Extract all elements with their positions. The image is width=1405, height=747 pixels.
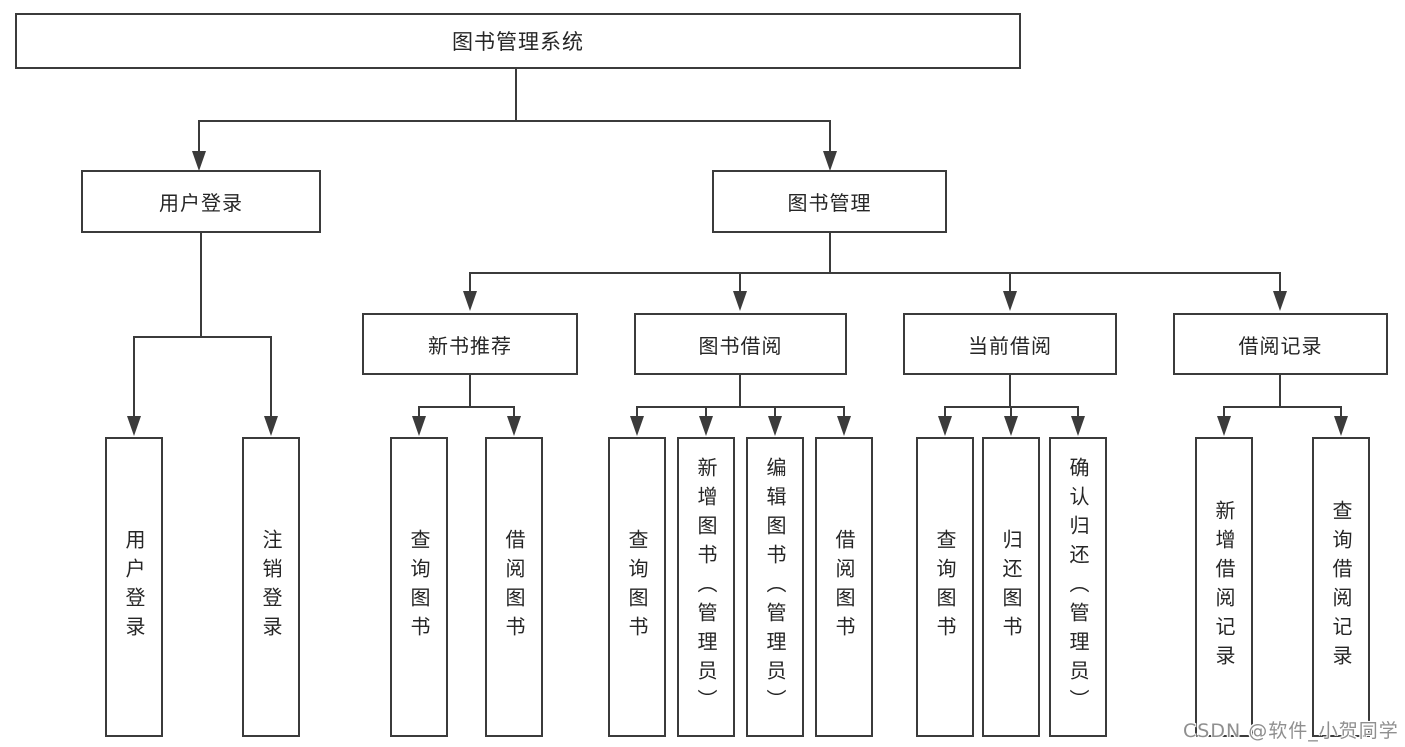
arrow-down-icon xyxy=(127,416,141,436)
arrow-down-icon xyxy=(733,291,747,311)
root-node-label: 图书管理系统 xyxy=(452,30,584,54)
connector-s0-to-leaf1 xyxy=(418,406,420,419)
leaf-query-books-borrow-label: 查询图书 xyxy=(625,529,649,645)
arrow-down-icon xyxy=(938,416,952,436)
leaf-query-books-recommend: 查询图书 xyxy=(390,437,448,737)
arrow-down-icon xyxy=(507,416,521,436)
leaf-edit-books-admin: 编辑图书（管理员） xyxy=(746,437,804,737)
leaf-query-books-borrow: 查询图书 xyxy=(608,437,666,737)
connector-login-branch xyxy=(134,336,272,338)
arrow-down-icon xyxy=(768,416,782,436)
leaf-borrow-books-recommend-label: 借阅图书 xyxy=(502,529,526,645)
connector-s1-to-leaf1 xyxy=(636,406,638,419)
connector-s2-stem xyxy=(1009,375,1011,408)
leaf-borrow-books-label: 借阅图书 xyxy=(832,529,856,645)
connector-root-to-manage xyxy=(829,120,831,154)
node-current-borrow: 当前借阅 xyxy=(903,313,1117,375)
node-book-borrow: 图书借阅 xyxy=(634,313,847,375)
connector-s2-to-leaf3 xyxy=(1077,406,1079,419)
node-book-borrow-label: 图书借阅 xyxy=(698,333,783,358)
connector-s1-stem xyxy=(739,375,741,408)
leaf-confirm-return-admin-label: 确认归还（管理员） xyxy=(1066,456,1090,718)
connector-s3-to-leaf2 xyxy=(1340,406,1342,419)
connector-s0-to-leaf2 xyxy=(513,406,515,419)
watermark: CSDN @软件_小贺同学 xyxy=(1183,720,1399,742)
connector-s3-stem xyxy=(1279,375,1281,408)
leaf-add-books-admin: 新增图书（管理员） xyxy=(677,437,735,737)
leaf-logout: 注销登录 xyxy=(242,437,300,737)
arrow-down-icon xyxy=(1334,416,1348,436)
leaf-user-login: 用户登录 xyxy=(105,437,163,737)
leaf-return-books-label: 归还图书 xyxy=(999,529,1023,645)
connector-s1-branch xyxy=(636,406,845,408)
connector-manage-to-s3 xyxy=(1279,272,1281,293)
arrow-down-icon xyxy=(630,416,644,436)
leaf-query-books-recommend-label: 查询图书 xyxy=(407,529,431,645)
arrow-down-icon xyxy=(1071,416,1085,436)
node-current-borrow-label: 当前借阅 xyxy=(968,333,1052,358)
connector-login-to-leaf2 xyxy=(270,336,272,419)
connector-s2-to-leaf1 xyxy=(944,406,946,419)
connector-root-stem xyxy=(515,69,517,121)
connector-s1-to-leaf2 xyxy=(705,406,707,419)
connector-manage-to-s1 xyxy=(739,272,741,293)
leaf-add-borrow-record: 新增借阅记录 xyxy=(1195,437,1253,737)
node-user-login-label: 用户登录 xyxy=(159,191,243,215)
connector-s0-branch xyxy=(418,406,515,408)
connector-root-to-login xyxy=(198,120,200,154)
leaf-query-borrow-record-label: 查询借阅记录 xyxy=(1329,500,1353,674)
leaf-confirm-return-admin: 确认归还（管理员） xyxy=(1049,437,1107,737)
connector-login-to-leaf1 xyxy=(133,336,135,419)
leaf-logout-label: 注销登录 xyxy=(259,529,283,645)
node-user-login: 用户登录 xyxy=(81,170,321,233)
arrow-down-icon xyxy=(699,416,713,436)
connector-s2-to-leaf2 xyxy=(1010,406,1012,419)
arrow-down-icon xyxy=(463,291,477,311)
connector-manage-to-s0 xyxy=(469,272,471,293)
leaf-query-borrow-record: 查询借阅记录 xyxy=(1312,437,1370,737)
arrow-down-icon xyxy=(837,416,851,436)
arrow-down-icon xyxy=(192,151,206,171)
leaf-borrow-books-recommend: 借阅图书 xyxy=(485,437,543,737)
leaf-edit-books-admin-label: 编辑图书（管理员） xyxy=(763,456,787,718)
leaf-borrow-books: 借阅图书 xyxy=(815,437,873,737)
root-node: 图书管理系统 xyxy=(15,13,1021,69)
connector-s0-stem xyxy=(469,375,471,408)
leaf-query-books-current: 查询图书 xyxy=(916,437,974,737)
arrow-down-icon xyxy=(1273,291,1287,311)
leaf-add-borrow-record-label: 新增借阅记录 xyxy=(1212,500,1236,674)
connector-root-branch xyxy=(199,120,831,122)
connector-manage-stem xyxy=(829,233,831,274)
connector-login-stem xyxy=(200,233,202,338)
connector-s1-to-leaf3 xyxy=(774,406,776,419)
connector-s3-to-leaf1 xyxy=(1223,406,1225,419)
arrow-down-icon xyxy=(1217,416,1231,436)
node-borrow-record: 借阅记录 xyxy=(1173,313,1388,375)
arrow-down-icon xyxy=(823,151,837,171)
node-new-book-recommend-label: 新书推荐 xyxy=(428,333,512,358)
connector-s1-to-leaf4 xyxy=(843,406,845,419)
leaf-add-books-admin-label: 新增图书（管理员） xyxy=(694,456,718,718)
arrow-down-icon xyxy=(412,416,426,436)
arrow-down-icon xyxy=(264,416,278,436)
arrow-down-icon xyxy=(1004,416,1018,436)
leaf-return-books: 归还图书 xyxy=(982,437,1040,737)
leaf-query-books-current-label: 查询图书 xyxy=(933,529,957,645)
leaf-user-login-label: 用户登录 xyxy=(122,529,146,645)
arrow-down-icon xyxy=(1003,291,1017,311)
connector-s3-branch xyxy=(1223,406,1342,408)
connector-manage-branch xyxy=(470,272,1281,274)
node-book-management-label: 图书管理 xyxy=(787,191,872,215)
connector-manage-to-s2 xyxy=(1009,272,1011,293)
node-borrow-record-label: 借阅记录 xyxy=(1238,333,1323,358)
node-book-management: 图书管理 xyxy=(712,170,947,233)
node-new-book-recommend: 新书推荐 xyxy=(362,313,578,375)
